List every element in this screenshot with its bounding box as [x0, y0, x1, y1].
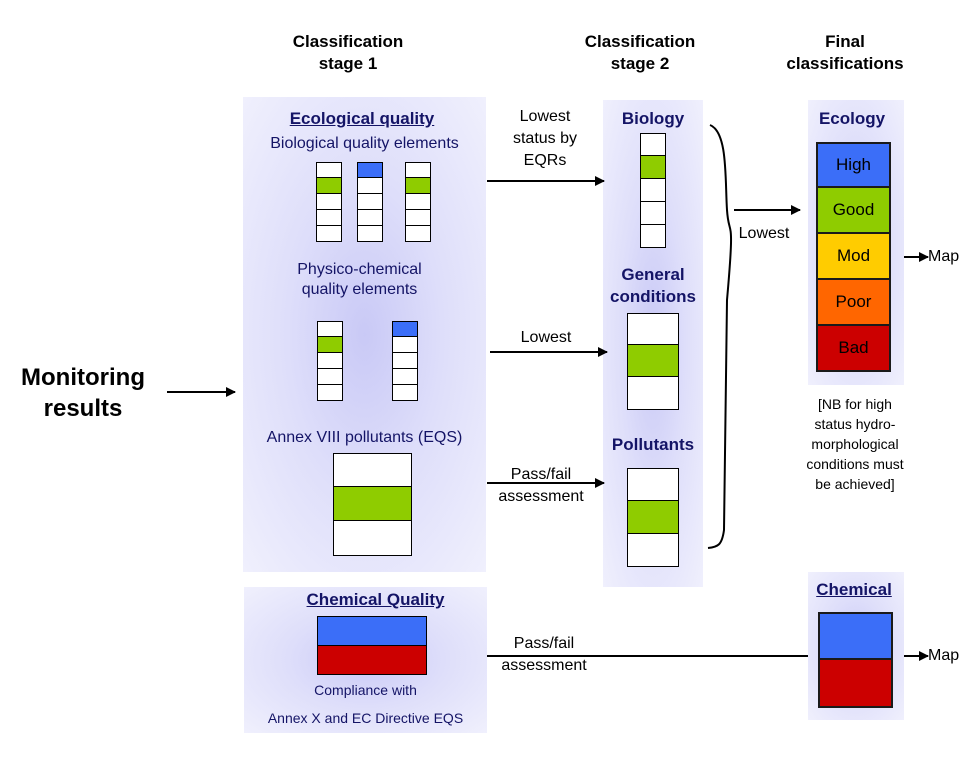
map-label-ecology: Map: [928, 248, 960, 265]
chemical-quality-stack: [317, 616, 427, 675]
label-lowest-status: Lowest status by EQRs: [495, 106, 595, 172]
physchem-stack-1: [317, 321, 343, 401]
label-lowest-final: Lowest: [738, 225, 790, 242]
nb-line5: be achieved]: [815, 476, 895, 492]
class-high-label: High: [836, 155, 871, 174]
pass-fail-2-line2: assessment: [501, 657, 587, 674]
class-good: Good: [816, 188, 891, 234]
pollutants-title: Pollutants: [611, 435, 695, 454]
ecological-quality-title: Ecological quality: [289, 109, 435, 128]
brace-lowest: [707, 124, 733, 549]
compliance-line2: Annex X and EC Directive EQS: [267, 710, 464, 726]
header-stage-2-line2: stage 2: [610, 54, 670, 73]
class-poor: Poor: [816, 280, 891, 326]
compliance-line1: Compliance with: [314, 682, 417, 698]
lowest-status-line3: EQRs: [523, 152, 567, 169]
label-pass-fail-2: Pass/fail assessment: [489, 633, 599, 677]
header-final-line2: classifications: [786, 54, 904, 73]
header-stage-1-line2: stage 1: [318, 54, 378, 73]
header-final: Final classifications: [765, 31, 925, 75]
chemical-final-stack: [818, 612, 893, 708]
pass-fail-2-line1: Pass/fail: [513, 635, 575, 652]
compliance-note: Compliance with Annex X and EC Directive…: [244, 676, 487, 732]
annex-viii-label: Annex VIII pollutants (EQS): [266, 429, 463, 446]
class-mod: Mod: [816, 234, 891, 280]
bio-quality-label: Biological quality elements: [270, 135, 459, 152]
class-high: High: [816, 142, 891, 188]
header-stage-1-line1: Classification: [292, 32, 404, 51]
class-bad: Bad: [816, 326, 891, 372]
nb-line4: conditions must: [806, 456, 904, 472]
biology-stack: [640, 133, 666, 248]
map-label-chemical: Map: [928, 647, 960, 664]
monitoring-results-label: Monitoring results: [8, 362, 158, 424]
header-stage-2: Classification stage 2: [560, 31, 720, 75]
pollutants-stack: [627, 468, 679, 567]
class-good-label: Good: [832, 200, 875, 219]
header-stage-2-line1: Classification: [584, 32, 696, 51]
nb-note: [NB for high status hydro- morphological…: [770, 394, 940, 494]
label-lowest-general: Lowest: [520, 329, 572, 346]
bio-stack-1: [316, 162, 342, 242]
header-stage-1: Classification stage 1: [268, 31, 428, 75]
general-conditions-stack: [627, 313, 679, 410]
nb-line2: status hydro-: [814, 416, 896, 432]
pass-fail-1-line2: assessment: [498, 488, 584, 505]
bio-stack-3: [405, 162, 431, 242]
chemical-fail-cell: [818, 660, 893, 708]
lowest-status-line1: Lowest: [519, 108, 571, 125]
class-mod-label: Mod: [836, 246, 871, 265]
nb-line1: [NB for high: [818, 396, 892, 412]
monitoring-line1: Monitoring: [21, 364, 145, 391]
physchem-label: Physico-chemical quality elements: [243, 260, 476, 300]
chemical-quality-title: Chemical Quality: [306, 590, 445, 609]
general-conditions-title: General conditions: [603, 264, 703, 308]
ecology-title: Ecology: [818, 109, 886, 128]
label-pass-fail-1: Pass/fail assessment: [486, 464, 596, 508]
biology-title: Biology: [621, 109, 685, 128]
lowest-status-line2: status by: [512, 130, 578, 147]
class-poor-label: Poor: [835, 292, 872, 311]
physchem-line1: Physico-chemical: [297, 261, 422, 278]
annex-stack: [333, 453, 412, 556]
physchem-stack-2: [392, 321, 418, 401]
class-bad-label: Bad: [838, 338, 869, 357]
ecology-class-stack: High Good Mod Poor Bad: [816, 142, 891, 372]
chemical-good-cell: [818, 612, 893, 660]
header-final-line1: Final: [825, 32, 865, 51]
bio-stack-2: [357, 162, 383, 242]
physchem-line2: quality elements: [301, 281, 418, 298]
chemical-final-title: Chemical: [816, 580, 892, 599]
general-line2: conditions: [610, 287, 696, 306]
nb-line3: morphological: [811, 436, 899, 452]
pass-fail-1-line1: Pass/fail: [510, 466, 572, 483]
monitoring-line2: results: [43, 395, 123, 422]
general-line1: General: [621, 265, 685, 284]
